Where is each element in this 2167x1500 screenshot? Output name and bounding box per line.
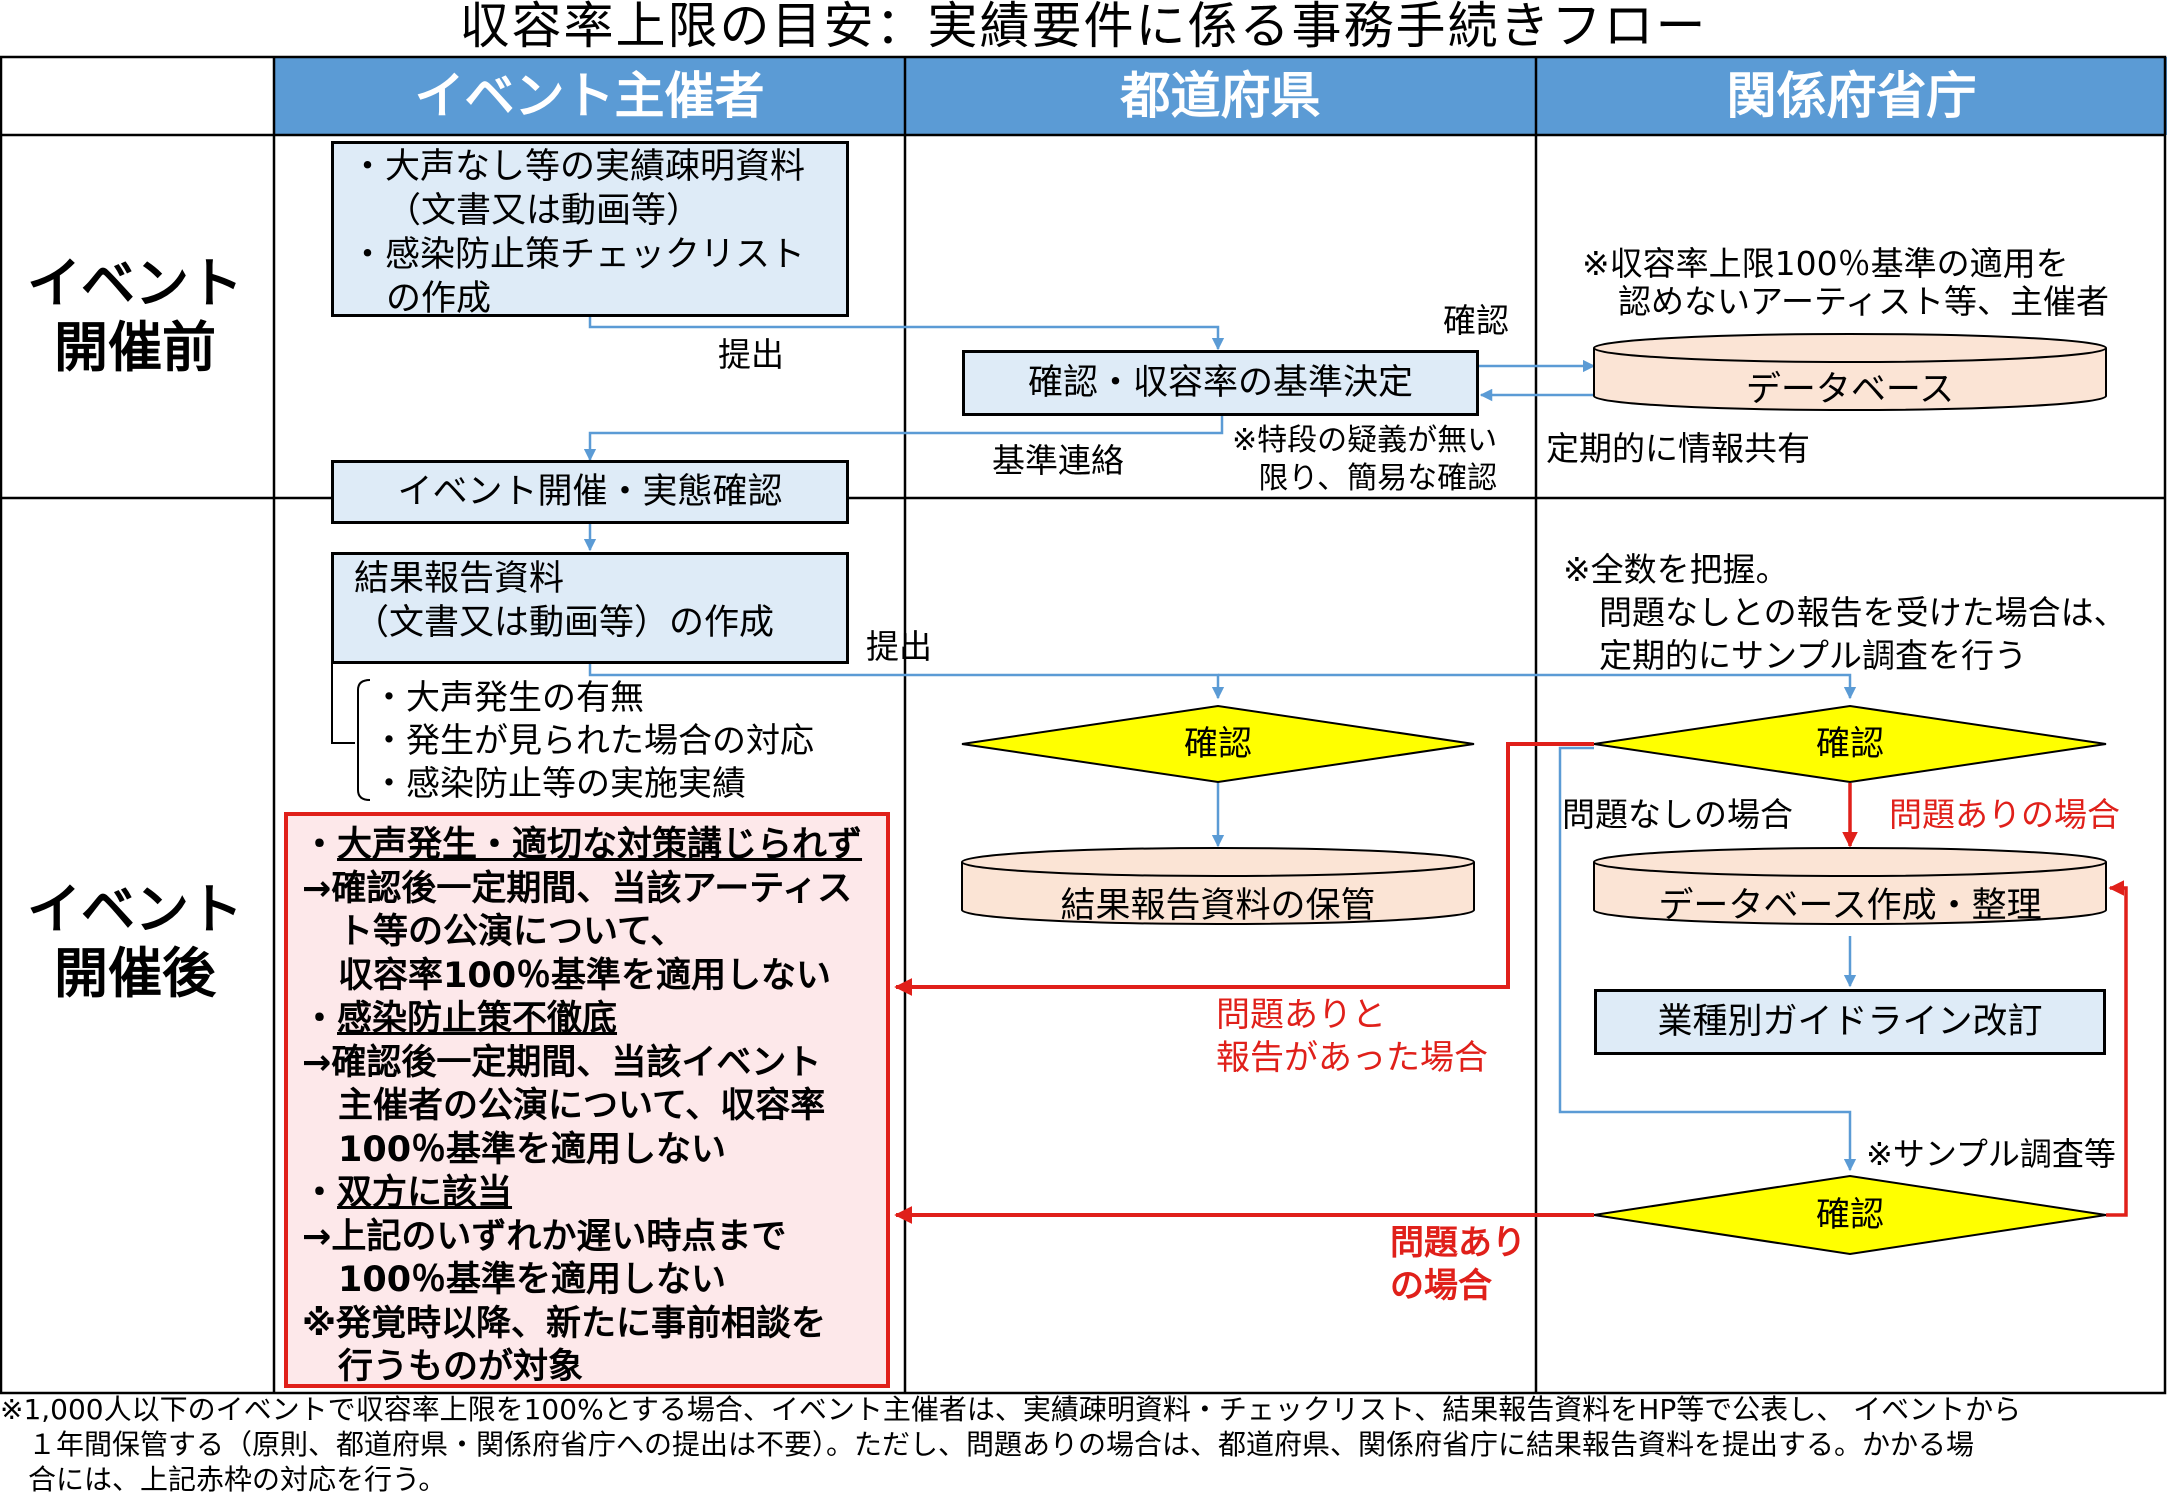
db-build-label: データベース作成・整理 bbox=[1658, 886, 2042, 926]
database-label: データベース bbox=[1745, 370, 1955, 410]
ministry-confirm-label: 確認 bbox=[1816, 724, 1884, 764]
arrow-no-problem-sample bbox=[1558, 746, 1857, 1172]
db-note: ※収容率上限100％基準の適用を 認めないアーティスト等、主催者 bbox=[1582, 244, 2110, 321]
submit-label-before: 提出 bbox=[718, 335, 784, 374]
guideline-box: 業種別ガイドライン改訂 bbox=[1594, 989, 2106, 1055]
pref-confirm-label: 確認 bbox=[1184, 724, 1252, 764]
header-cell-prefecture bbox=[905, 57, 1536, 135]
pref-storage-label: 結果報告資料の保管 bbox=[1060, 886, 1376, 926]
ministry-confirm-diamond bbox=[1593, 704, 2107, 784]
simple-check-note: ※特段の疑義が無い 限り、簡易な確認 bbox=[1232, 423, 1498, 496]
report-items: ・大声発生の有無 ・発生が見られた場合の対応 ・感染防止等の実施実績 bbox=[372, 678, 814, 804]
arrow-standard-notice bbox=[583, 414, 1224, 462]
header-cell-organizer bbox=[274, 57, 905, 135]
ministry-note: ※全数を把握。 問題なしとの報告を受けた場合は、 定期的にサンプル調査を行う bbox=[1563, 550, 2127, 675]
arrow-submit-before bbox=[588, 312, 1225, 351]
submit-label-after: 提出 bbox=[866, 627, 932, 666]
footnote: ※1,000人以下のイベントで収容率上限を100%とする場合、イベント主催者は、… bbox=[0, 1393, 2022, 1496]
header-prefecture: 都道府県 bbox=[1120, 67, 1321, 125]
header-cell-ministry bbox=[1536, 57, 2167, 135]
arrow-sample-db bbox=[2106, 880, 2128, 1217]
items-bracket bbox=[331, 663, 355, 744]
sample-problem-label: 問題あり の場合 bbox=[1390, 1223, 1526, 1306]
reported-problem-label: 問題ありと 報告があった場合 bbox=[1216, 995, 1488, 1078]
confirm-label: 確認 bbox=[1443, 301, 1509, 340]
page-title: 収容率上限の目安：実績要件に係る事務手続きフロー bbox=[459, 0, 1708, 55]
report-box: 結果報告資料 （文書又は動画等）の作成 bbox=[331, 552, 849, 664]
decision-box: 確認・収容率の基準決定 bbox=[962, 350, 1479, 416]
arrow-submit-after-ministry bbox=[1218, 673, 1857, 700]
arrow-reported-problem bbox=[894, 742, 1594, 996]
problem-label: 問題ありの場合 bbox=[1889, 795, 2120, 834]
doc-creation-box: ・大声なし等の実績疎明資料 （文書又は動画等） ・感染防止策チェックリスト の作… bbox=[331, 141, 849, 319]
sample-note: ※サンプル調査等 bbox=[1866, 1135, 2116, 1173]
items-brace bbox=[357, 679, 371, 801]
pref-confirm-diamond bbox=[961, 704, 1475, 784]
share-label: 定期的に情報共有 bbox=[1546, 429, 1810, 468]
measures-box: ・大声発生・適切な対策講じられず →確認後一定期間、当該アーティス ト等の公演に… bbox=[284, 812, 890, 1388]
header-ministry: 関係府省庁 bbox=[1726, 67, 1977, 125]
pref-storage-cylinder bbox=[961, 847, 1475, 925]
arrow-submit-after-pref bbox=[588, 663, 1225, 700]
row-label-before: イベント 開催前 bbox=[27, 252, 243, 379]
standard-notice-label: 基準連絡 bbox=[992, 441, 1124, 480]
no-problem-label: 問題なしの場合 bbox=[1562, 795, 1793, 834]
header-organizer: イベント主催者 bbox=[414, 67, 765, 125]
row-label-after: イベント 開催後 bbox=[27, 878, 243, 1005]
sample-confirm-label: 確認 bbox=[1816, 1195, 1884, 1235]
db-build-cylinder bbox=[1593, 847, 2107, 925]
event-box: イベント開催・実態確認 bbox=[331, 460, 849, 524]
database-cylinder bbox=[1593, 333, 2107, 411]
